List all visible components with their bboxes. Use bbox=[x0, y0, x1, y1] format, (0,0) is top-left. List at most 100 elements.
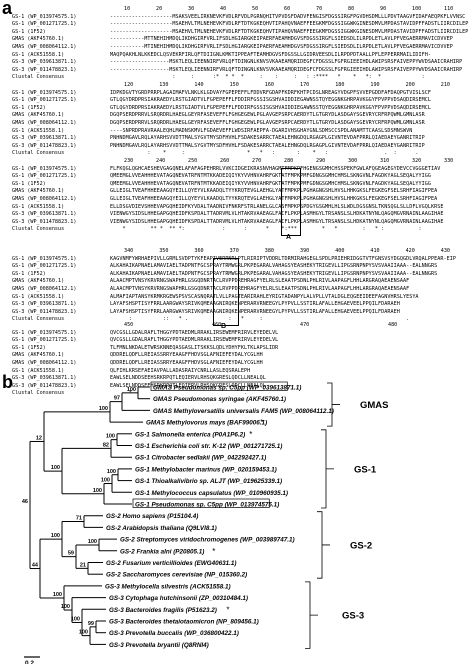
ruler-tick-label: 470 bbox=[300, 322, 310, 328]
sequence-name: Clustal Consensus bbox=[12, 226, 65, 233]
sequence-row: GS-1 (ACK51558.1)ALMAFIAPTANSYKRMKRGEWSP… bbox=[12, 294, 472, 302]
sequence-residues: GLLEIGLTVEAFHHEEAAGQYEILLQYEYVLKAADQLTYY… bbox=[110, 195, 438, 202]
consensus-row: Clustal Consensus : :: * . : * : . bbox=[12, 316, 472, 324]
sequence-name: GS-3 (WP_011478823.1) bbox=[12, 142, 77, 149]
sequence-name: GS-1 (1F52) bbox=[12, 344, 46, 351]
leaf-label: GS-1 Methylobacter marinus (WP_020159453… bbox=[135, 466, 277, 473]
motif-box-a-label: A bbox=[286, 234, 292, 241]
sequence-row: GMAS (WP_008064112.1)GLLEIGLTVEAFHHEEAAG… bbox=[12, 196, 472, 204]
sequence-residues: DGQPSERDPRRVLSRQRDRLHAEGLGEYRFASEVEFFLFG… bbox=[110, 112, 425, 119]
bootstrap-value: 46 bbox=[22, 499, 28, 505]
ruler-tick-label: 380 bbox=[264, 248, 274, 254]
sequence-residues: -----------MTTNEHIHMDQLIKDHGIRFVRLIFSDLH… bbox=[110, 36, 453, 43]
bootstrap-value: 12 bbox=[36, 435, 42, 441]
leaf-label: GMAS Pseudomonas syringae (AKF45760.1) bbox=[153, 396, 286, 403]
sequence-name: GS-1 (1F52) bbox=[12, 104, 46, 111]
sequence-name: GS-1 (WP_001271725.1) bbox=[12, 21, 77, 28]
leaf-label: GS-2 Saccharomyces cerevisiae (NP_015360… bbox=[106, 572, 247, 579]
sequence-row: GS-1 (ACK51558.1)MAQPQAKHLNLKKEDCLQSVEKR… bbox=[12, 52, 472, 60]
consensus-row: Clustal Consensus : : :* * * * : : : : :… bbox=[12, 74, 472, 82]
sequence-residues: EAWLSELNDDSEEHSRKRPQTLEQIERVLRHSQKGRESLQ… bbox=[110, 375, 266, 382]
sequence-row: GS-3 (WP_011478823.1)VIENWGYSIDSLHHEGAPG… bbox=[12, 219, 472, 227]
sequence-row: GS-1 (1F52)--------------------MSAEHVLTM… bbox=[12, 29, 472, 37]
ruler-tick-label: 110 bbox=[444, 6, 454, 12]
bootstrap-value: 100 bbox=[93, 488, 102, 494]
ruler-tick-label: 210 bbox=[440, 82, 450, 88]
sequence-name: Clustal Consensus bbox=[12, 316, 65, 323]
sequence-residues: QDDRELQDFLLREIASSRRYEAAGFFHDVSGLAFNIEFEY… bbox=[110, 359, 263, 366]
sequence-row: GS-1 (1F52)QMEEMGLVVEAHHHEVATAGQNEVATRFN… bbox=[12, 181, 472, 189]
sequence-name: GS-1 (1F52) bbox=[12, 270, 46, 277]
sequence-residues: KAGVNMFYWRHAEPIVLLGRMLSVDPTYKFEAPIVERRNR… bbox=[110, 255, 456, 262]
sequence-residues: FLFKQGLQGHCAESHEVGAGQNELAFAFAGPEHRRLVVKC… bbox=[110, 165, 441, 172]
sequence-row: GS-1 (1F52)ALKAHAIKAPNAELAMAVIAELTADPNTF… bbox=[12, 271, 472, 279]
sequence-residues: -------------------MSKTLEQLIEENNIRFVRLQF… bbox=[110, 66, 463, 73]
sequence-name: GS-1 (1F52) bbox=[12, 180, 46, 187]
ruler-tick-label: 430 bbox=[440, 248, 450, 254]
scale-bar-label: 0.2 bbox=[25, 660, 34, 664]
group-label: GS-3 bbox=[342, 611, 364, 622]
sequence-name: GMAS (AKF45760.1) bbox=[12, 112, 65, 119]
ruler-tick-label: 240 bbox=[156, 158, 166, 164]
sequence-row: GS-3 (WP_039613871.1)LAYAFSHSPTISYFRRLAA… bbox=[12, 301, 472, 309]
consensus-row: Clustal Consensus : * : * * : : * : . : … bbox=[12, 150, 472, 158]
sequence-name: GS-1 (WP_013974575.1) bbox=[12, 165, 77, 172]
sequence-residues: VIENWGYSIDSLHHEGAPGQHEIDFKSPDALTTADRVMLV… bbox=[110, 211, 444, 218]
ruler-tick-label: 250 bbox=[188, 158, 198, 164]
sequence-residues: --------------------MSAEHVLTMLNEHEVKFVDL… bbox=[110, 28, 469, 35]
leaf-label: GMAS Methyloversatilis universalis FAM5 … bbox=[153, 408, 334, 415]
sequence-row: GS-1 (ACK51558.1)----SNPRDPRAVRAALEQHLMA… bbox=[12, 128, 472, 136]
sequence-row: GS-3 (WP_039613871.1)VIENWGYSIDSLHHEGAPG… bbox=[12, 211, 472, 219]
ruler-tick-label: 370 bbox=[229, 248, 239, 254]
bootstrap-value: 100 bbox=[106, 434, 115, 440]
sequence-name: GS-1 (WP_013974575.1) bbox=[12, 13, 77, 20]
sequence-row: GMAS (WP_008064112.1)DGQPSERDPRRVLSRQRDR… bbox=[12, 120, 472, 128]
sequence-residues: : :: * . : * : . bbox=[110, 316, 422, 323]
sequence-row: GS-3 (WP_039613871.1)-------------------… bbox=[12, 59, 472, 67]
sequence-row: GS-1 (WP_013974575.1)IDPKDGVTYGRDPRRPLAG… bbox=[12, 90, 472, 98]
sequence-name: GS-3 (WP_039613871.1) bbox=[12, 135, 77, 142]
sequence-row: GS-1 (WP_013974575.1)-------------------… bbox=[12, 14, 472, 22]
group-label: GMAS bbox=[360, 400, 389, 411]
ruler-tick-label: 420 bbox=[405, 248, 415, 254]
reference-star: * bbox=[249, 430, 252, 439]
bootstrap-value: 100 bbox=[51, 465, 60, 471]
sequence-row: GS-3 (WP_011478823.1)-------------------… bbox=[12, 67, 472, 75]
sequence-name: GS-3 (WP_011478823.1) bbox=[12, 218, 77, 225]
sequence-row: GS-1 (WP_013974575.1)KAGVNMFYWRHAEPIVLLG… bbox=[12, 256, 472, 264]
ruler-tick-label: 120 bbox=[124, 82, 134, 88]
sequence-name: GS-3 (WP_039613871.1) bbox=[12, 301, 77, 308]
sequence-row: GMAS (AKF45760.1)-----------MTTNEHIHMDQL… bbox=[12, 36, 472, 44]
ruler-tick-label: 400 bbox=[335, 248, 345, 254]
sequence-residues: PNHNDMGAVLRQLAYARHSVVDTTMALSYGVTMYSDFHVH… bbox=[110, 135, 425, 142]
bootstrap-value: 44 bbox=[32, 563, 39, 569]
leaf-label: GMAS Methylovorus mays (BAF99006.1) bbox=[146, 420, 267, 427]
ruler-tick-label: 130 bbox=[159, 82, 169, 88]
ruler-tick-label: 20 bbox=[156, 6, 163, 12]
group-brace bbox=[327, 382, 340, 427]
panel-a-label: a bbox=[2, 0, 13, 18]
sequence-row: GS-1 (ACK51558.1)QLFIHLKRSEFAEIAVPALLADA… bbox=[12, 368, 472, 376]
sequence-residues: : * : * * : : * : . : . bbox=[110, 150, 425, 157]
ruler-tick-label: 160 bbox=[264, 82, 274, 88]
sequence-name: GMAS (AKF45760.1) bbox=[12, 352, 65, 359]
ruler-tick-label: 40 bbox=[220, 6, 227, 12]
sequence-residues: GTLQGYDRDPRSIAKRAEDYLRSTGIADTVLFGPEPEFFL… bbox=[110, 97, 432, 104]
sequence-row: GS-1 (WP_001271725.1)GTLQGYDRDPRSIAKRAED… bbox=[12, 97, 472, 105]
sequence-name: GS-1 (ACK51558.1) bbox=[12, 127, 65, 134]
ruler-tick-label: 330 bbox=[444, 158, 454, 164]
reference-star: * bbox=[212, 547, 215, 556]
bootstrap-value: 82 bbox=[103, 442, 109, 448]
sequence-row: GS-3 (WP_011478823.1)LAYAFSHSPTISYFRRLAA… bbox=[12, 309, 472, 317]
leaf-label: GS-2 Homo sapiens (P15104.4) bbox=[106, 513, 198, 520]
bootstrap-value: 71 bbox=[76, 516, 82, 522]
sequence-row: GMAS (WP_008064112.1)-----------MTINEHIH… bbox=[12, 44, 472, 52]
sequence-residues: MAQPQAKHLNLKKEDCLQSVEKRFIRLQFTDIIGNLKMKT… bbox=[110, 51, 432, 58]
leaf-label: GS-3 Cytophaga hutchinsonii (ZP_00310484… bbox=[109, 595, 248, 602]
sequence-name: GS-1 (WP_001271725.1) bbox=[12, 173, 77, 180]
